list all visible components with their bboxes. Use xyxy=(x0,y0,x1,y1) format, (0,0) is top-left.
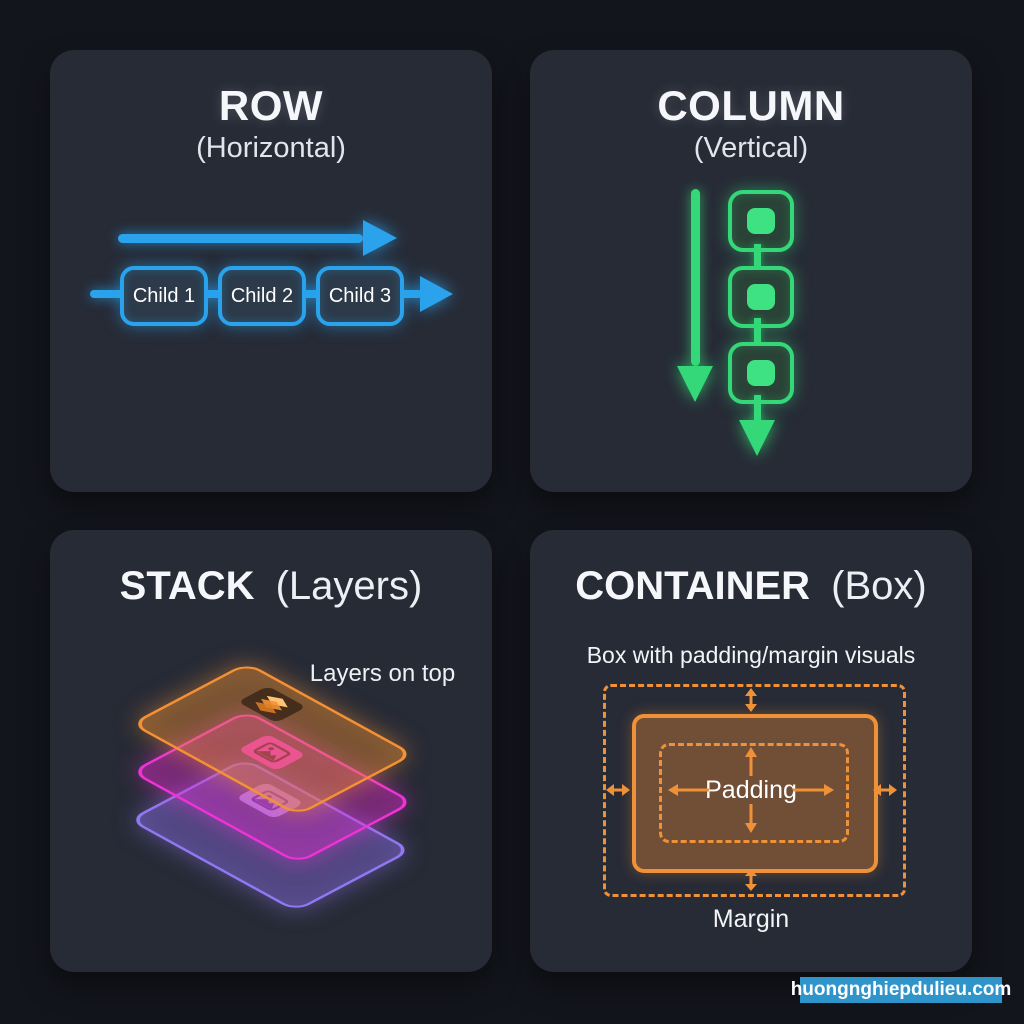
container-caption: Box with padding/margin visuals xyxy=(586,642,916,668)
margin-boundary-rect xyxy=(603,684,906,897)
padding-down-arrow-icon xyxy=(745,804,757,833)
margin-right-arrow-icon xyxy=(873,784,897,796)
container-title: CONTAINER (Box) xyxy=(530,564,972,609)
column-connector-1 xyxy=(754,244,761,268)
row-panel: ROW (Horizontal) Child 1 Child 2 Child 3 xyxy=(50,50,492,492)
column-direction-arrow-head-icon xyxy=(677,366,713,402)
stack-caption: Layers on top xyxy=(309,660,456,687)
margin-bottom-arrow-icon xyxy=(745,869,757,891)
row-child-2-box: Child 2 xyxy=(218,266,306,326)
stack-layer-bottom-card xyxy=(127,758,413,913)
row-child-1-label: Child 1 xyxy=(132,284,196,307)
column-item-3-box xyxy=(728,342,794,404)
column-connector-2 xyxy=(754,318,761,344)
padding-left-arrow-icon xyxy=(668,784,709,796)
stack-title-sub: (Layers) xyxy=(275,564,423,608)
margin-left-arrow-icon xyxy=(606,784,630,796)
padding-right-arrow-icon xyxy=(793,784,834,796)
watermark-badge: huongnghiepdulieu.com xyxy=(791,977,1011,1003)
padding-up-arrow-icon xyxy=(745,747,757,776)
watermark-text: huongnghiepdulieu.com xyxy=(790,979,1012,1000)
stack-title: STACK (Layers) xyxy=(50,564,492,609)
column-direction-arrow-line xyxy=(691,189,700,366)
column-title: COLUMN xyxy=(657,82,845,129)
row-child-1-box: Child 1 xyxy=(120,266,208,326)
column-connector-3 xyxy=(754,395,761,422)
column-item-2-box xyxy=(728,266,794,328)
row-direction-arrow-head-icon xyxy=(363,220,397,256)
margin-top-arrow-icon xyxy=(745,688,757,712)
margin-label: Margin xyxy=(712,905,790,933)
stack-title-main: STACK xyxy=(119,564,255,608)
container-panel: CONTAINER (Box) Box with padding/margin … xyxy=(530,530,972,972)
column-subtitle: (Vertical) xyxy=(693,132,809,164)
row-subtitle: (Horizontal) xyxy=(196,132,346,164)
column-item-2-fill xyxy=(747,284,775,310)
container-title-main: CONTAINER xyxy=(575,564,811,608)
row-direction-arrow-line xyxy=(118,234,363,243)
row-children-arrow-head-icon xyxy=(420,276,453,312)
layers-icon xyxy=(237,685,307,723)
container-box-rect xyxy=(632,714,878,873)
row-child-3-label: Child 3 xyxy=(328,284,392,307)
image-icon xyxy=(235,781,305,819)
column-item-1-fill xyxy=(747,208,775,234)
column-item-3-fill xyxy=(747,360,775,386)
padding-boundary-rect xyxy=(659,743,849,843)
column-chain-arrow-head-icon xyxy=(739,420,775,456)
row-child-2-label: Child 2 xyxy=(230,284,294,307)
row-title: ROW xyxy=(218,82,324,129)
column-item-1-box xyxy=(728,190,794,252)
stack-layer-middle-card xyxy=(129,710,415,865)
stack-layer-top-card xyxy=(129,662,415,817)
row-child-3-box: Child 3 xyxy=(316,266,404,326)
padding-label: Padding xyxy=(705,776,797,804)
image-icon xyxy=(237,733,307,771)
container-title-sub: (Box) xyxy=(831,564,927,608)
column-panel: COLUMN (Vertical) xyxy=(530,50,972,492)
stack-panel: STACK (Layers) Layers on top xyxy=(50,530,492,972)
